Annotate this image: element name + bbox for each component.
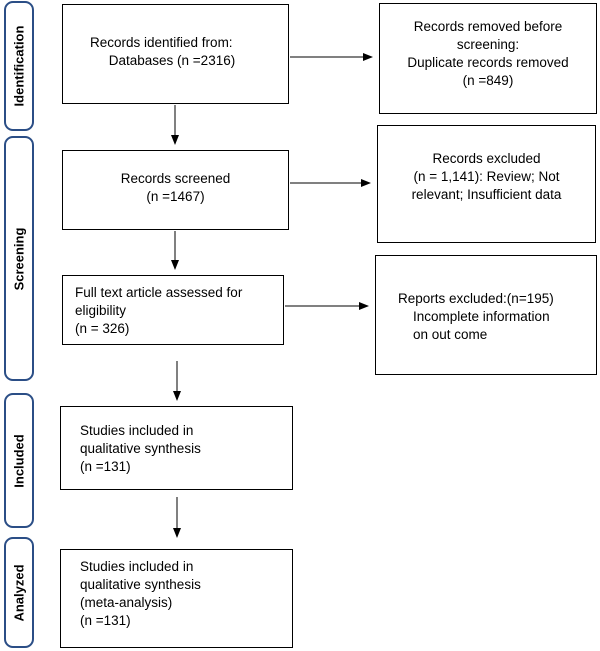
records-identified-box: [62, 4, 289, 104]
meta-analysis-text: Studies included in qualitative synthesi…: [80, 559, 201, 628]
records-removed-box: [379, 3, 597, 114]
records-identified-text: Records identified from: Databases (n =2…: [90, 35, 236, 68]
reports-excluded-text: Reports excluded:(n=195) Incomplete info…: [398, 291, 554, 342]
phase-included: Included: [4, 393, 34, 528]
records-removed-text: Records removed before screening: Duplic…: [407, 19, 569, 88]
phase-analyzed: Analyzed: [4, 537, 34, 648]
phase-identification: Identification: [4, 1, 34, 131]
reports-excluded-box: [375, 255, 597, 375]
qualitative-synthesis-text: Studies included in qualitative synthesi…: [80, 423, 201, 474]
qualitative-synthesis-box: [60, 406, 293, 490]
fulltext-assessed-box: [62, 275, 284, 345]
phase-screening: Screening: [4, 136, 34, 381]
meta-analysis-box: [60, 549, 293, 648]
records-screened-box: [62, 150, 289, 230]
records-excluded-text: Records excluded (n = 1,141): Review; No…: [411, 151, 562, 202]
records-screened-text: Records screened (n =1467): [120, 171, 231, 204]
records-excluded-box: [377, 125, 596, 243]
fulltext-assessed-text: Full text article assessed for eligibili…: [75, 285, 243, 336]
